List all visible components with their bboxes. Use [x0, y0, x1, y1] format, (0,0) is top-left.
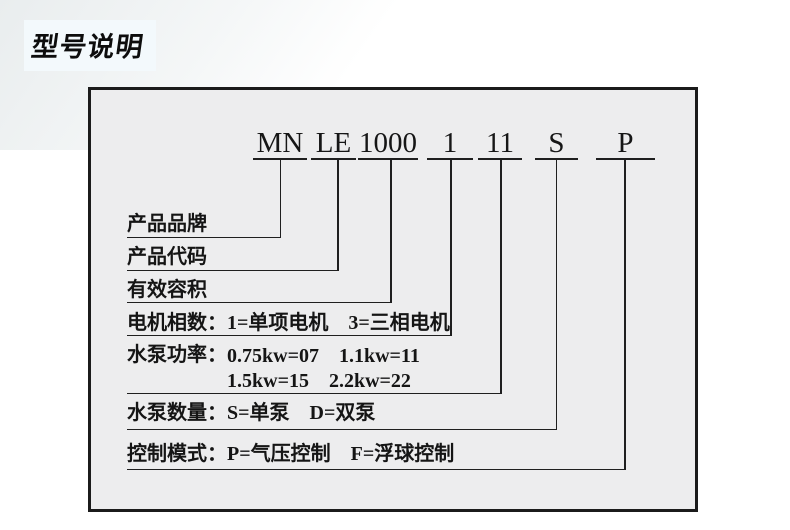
code-segment-product-code: LE	[311, 126, 356, 160]
row-detail-control-mode: P=气压控制 F=浮球控制	[227, 443, 455, 465]
row-motor-phase: 电机相数： 1=单项电机 3=三相电机	[127, 312, 450, 335]
leader-line-brand	[279, 160, 281, 238]
underline-volume	[127, 301, 391, 303]
underline-motor-phase	[127, 334, 451, 336]
leader-line-motor-phase	[450, 160, 452, 336]
row-pump-power: 水泵功率： 0.75kw=07 1.1kw=11 1.5kw=15 2.2kw=…	[127, 344, 420, 394]
underline-pump-count	[127, 428, 557, 430]
underline-product-code	[127, 269, 338, 271]
row-control-mode: 控制模式： P=气压控制 F=浮球控制	[127, 443, 454, 466]
underline-brand	[127, 236, 281, 238]
row-label-brand: 产品品牌	[127, 213, 207, 235]
leader-line-product-code	[337, 160, 339, 271]
code-segment-motor-phase: 1	[427, 126, 473, 160]
row-volume: 有效容积	[127, 279, 207, 302]
pump-power-line-2: 1.5kw=15 2.2kw=22	[227, 370, 411, 392]
code-segment-pump-power: 11	[478, 126, 522, 160]
row-pump-count: 水泵数量： S=单泵 D=双泵	[127, 402, 375, 425]
row-label-control-mode: 控制模式：	[127, 443, 227, 465]
model-diagram-box	[88, 87, 698, 512]
section-title-highlight: 型号说明	[24, 20, 156, 71]
pump-power-line-1: 0.75kw=07 1.1kw=11	[227, 345, 420, 367]
leader-line-volume	[390, 160, 392, 303]
underline-pump-power	[127, 392, 501, 394]
row-label-pump-power: 水泵功率：	[127, 344, 227, 366]
leader-line-pump-count	[555, 160, 557, 430]
leader-line-control-mode	[624, 160, 626, 470]
row-detail-pump-count: S=单泵 D=双泵	[227, 402, 376, 424]
section-title: 型号说明	[29, 32, 146, 62]
row-product-code: 产品代码	[127, 246, 207, 269]
underline-control-mode	[127, 468, 625, 470]
code-segment-brand: MN	[253, 126, 307, 160]
code-segment-volume: 1000	[358, 127, 418, 160]
row-label-pump-count: 水泵数量：	[127, 402, 227, 424]
row-label-product-code: 产品代码	[127, 246, 207, 268]
leader-line-pump-power	[500, 160, 502, 394]
row-label-motor-phase: 电机相数：	[127, 312, 227, 334]
code-segment-pump-count: S	[535, 126, 578, 160]
row-detail-motor-phase: 1=单项电机 3=三相电机	[227, 312, 450, 334]
row-brand: 产品品牌	[127, 213, 207, 236]
code-segment-control-mode: P	[596, 126, 655, 160]
row-label-volume: 有效容积	[127, 279, 207, 301]
row-detail-pump-power: 0.75kw=07 1.1kw=11 1.5kw=15 2.2kw=22	[227, 344, 420, 394]
